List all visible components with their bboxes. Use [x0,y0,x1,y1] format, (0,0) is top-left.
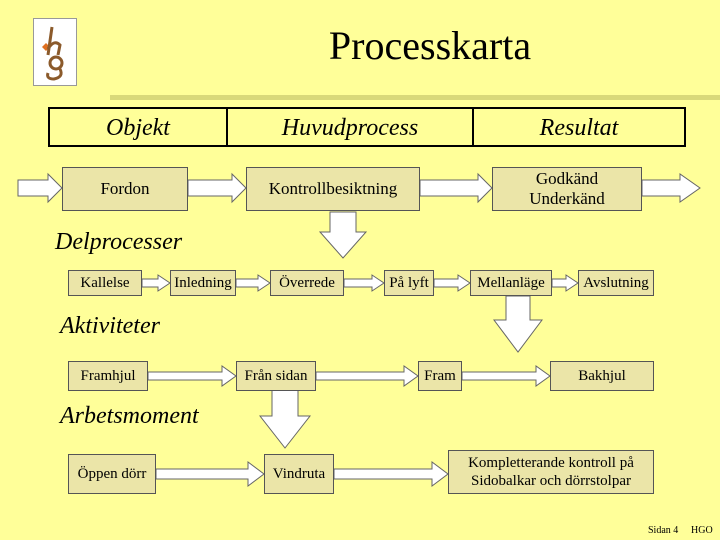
box-vindruta: Vindruta [264,454,334,494]
box-inledning: Inledning [170,270,236,296]
label-bakhjul: Bakhjul [578,368,626,384]
section-aktiviteter: Aktiviteter [60,313,160,339]
header-resultat: Resultat [539,115,619,141]
arrow-oppendorr-vindruta [155,461,265,487]
box-kallelse: Kallelse [68,270,142,296]
label-pa-lyft: På lyft [389,275,429,291]
label-inledning: Inledning [174,275,232,291]
arrow-result-out [641,173,701,203]
page-title: Processkarta [328,23,532,68]
box-bakhjul: Bakhjul [550,361,654,391]
box-overrede: Överrede [270,270,344,296]
label-mellanlage: Mellanläge [477,275,545,291]
arrow-inledning-overrede [235,274,271,292]
arrow-down-to-delprocesser [318,211,368,259]
footer-page: Sidan 4 [648,525,679,536]
arrow-fordon-to-process [187,172,247,204]
section-delprocesser: Delprocesser [55,229,183,255]
label-kompletterande-2: Sidobalkar och dörrstolpar [471,473,631,489]
label-oppen-dorr: Öppen dörr [77,466,147,482]
label-godkand: Godkänd [535,168,599,188]
label-overrede: Överrede [279,275,335,291]
box-fordon: Fordon [62,167,188,211]
box-mellanlage: Mellanläge [470,270,552,296]
box-fran-sidan: Från sidan [236,361,316,391]
footer-author: HGO [691,525,713,536]
header-divider-1 [226,107,228,147]
box-avslutning: Avslutning [578,270,654,296]
label-kallelse: Kallelse [80,275,130,291]
label-fran-sidan: Från sidan [244,368,308,384]
hgo-logo [33,18,77,86]
label-fordon: Fordon [100,178,150,198]
label-underkand: Underkänd [529,189,605,208]
arrow-mellanlage-avslutning [551,274,579,292]
arrow-framhjul-fransidan [147,365,237,387]
box-oppen-dorr: Öppen dörr [68,454,156,494]
arrow-process-to-result [419,172,493,204]
header-objekt: Objekt [106,115,170,141]
label-kompletterande-1: Kompletterande kontroll på [468,455,634,471]
arrow-down-to-arbetsmoment [258,389,312,449]
box-resultat: Godkänd Underkänd [492,167,642,211]
box-pa-lyft: På lyft [384,270,434,296]
arrow-fransidan-fram [315,365,419,387]
box-framhjul: Framhjul [68,361,148,391]
label-fram: Fram [424,368,456,384]
section-arbetsmoment: Arbetsmoment [60,403,199,429]
arrow-down-to-aktiviteter [493,295,543,353]
label-vindruta: Vindruta [272,466,326,482]
arrow-kallelse-inledning [141,274,171,292]
header-divider-2 [472,107,474,147]
hgo-logo-mark [42,26,64,81]
box-kompletterande-kontroll: Kompletterande kontroll på Sidobalkar oc… [448,450,654,494]
arrow-fram-bakhjul [461,365,551,387]
label-kontrollbesiktning: Kontrollbesiktning [268,178,398,198]
arrow-vindruta-komplettering [333,461,449,487]
arrow-left-in [17,172,63,204]
label-framhjul: Framhjul [80,368,136,384]
header-huvudprocess: Huvudprocess [281,115,419,141]
box-kontrollbesiktning: Kontrollbesiktning [246,167,420,211]
header-frame [48,107,686,147]
title-divider [110,95,720,100]
label-avslutning: Avslutning [583,275,649,291]
arrow-palyft-mellanlage [433,274,471,292]
box-fram: Fram [418,361,462,391]
arrow-overrede-palyft [343,274,385,292]
